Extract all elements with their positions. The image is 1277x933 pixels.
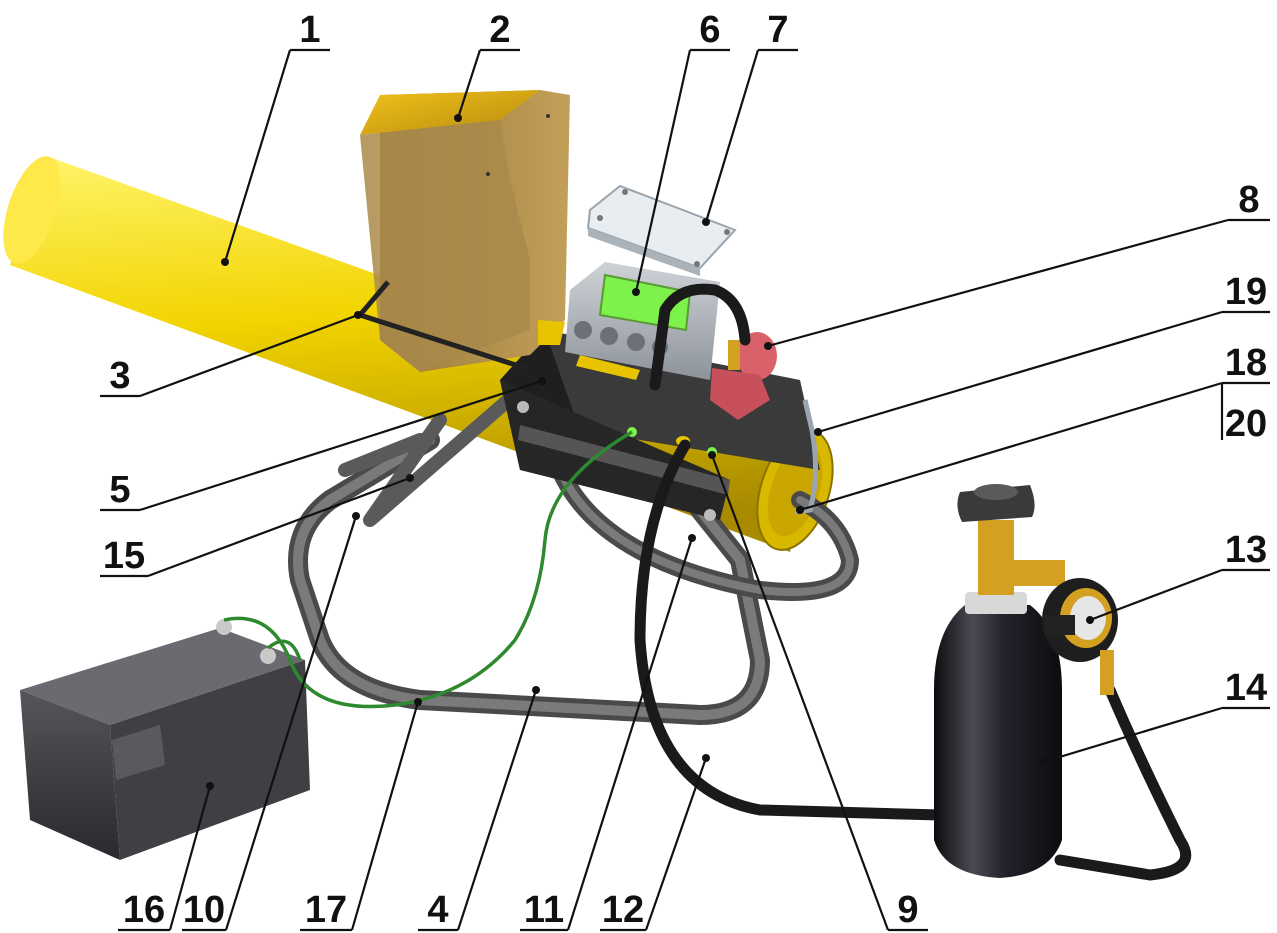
callout-label-19: 19 xyxy=(1225,271,1267,313)
callout-1: 1 xyxy=(221,9,330,266)
callout-label-16: 16 xyxy=(123,889,165,931)
callout-13: 13 xyxy=(1086,529,1270,624)
callout-label-2: 2 xyxy=(489,9,510,51)
callout-17: 17 xyxy=(300,698,422,932)
callout-14: 14 xyxy=(1039,667,1270,766)
callout-label-17: 17 xyxy=(305,889,347,931)
callout-6: 6 xyxy=(632,9,730,296)
regulator-hose xyxy=(1054,684,1192,881)
support-rod xyxy=(358,280,526,371)
callout-label-13: 13 xyxy=(1225,529,1267,571)
callout-label-9: 9 xyxy=(897,889,918,931)
callout-label-18: 18 xyxy=(1225,342,1267,384)
callout-2: 2 xyxy=(454,9,520,122)
callout-9: 9 xyxy=(708,451,928,932)
callout-11: 11 xyxy=(520,534,696,932)
callout-label-11: 11 xyxy=(524,889,564,931)
callout-8: 8 xyxy=(764,179,1270,350)
callout-5: 5 xyxy=(100,377,546,512)
callout-label-6: 6 xyxy=(699,9,720,51)
hopper xyxy=(360,90,570,372)
callout-label-7: 7 xyxy=(767,9,788,51)
callout-label-15: 15 xyxy=(103,535,145,577)
valve-hose xyxy=(649,283,751,391)
callout-label-20: 20 xyxy=(1225,403,1267,445)
callout-15: 15 xyxy=(100,474,414,578)
callout-label-4: 4 xyxy=(427,889,448,931)
callout-3: 3 xyxy=(100,311,362,398)
callout-19: 19 xyxy=(814,271,1270,436)
callout-label-10: 10 xyxy=(183,889,225,931)
callout-10: 10 xyxy=(182,512,360,932)
support-frame xyxy=(288,371,859,725)
callout-label-8: 8 xyxy=(1238,179,1259,221)
callout-label-12: 12 xyxy=(602,889,644,931)
signal-wire xyxy=(223,430,633,709)
callout-4: 4 xyxy=(418,686,540,932)
callout-label-5: 5 xyxy=(109,469,130,511)
callout-7: 7 xyxy=(702,9,798,226)
body-block xyxy=(500,330,820,521)
callout-12: 12 xyxy=(600,754,710,932)
gas-cylinder xyxy=(934,484,1065,878)
callout-label-3: 3 xyxy=(109,355,130,397)
callout-18-20: 18 20 xyxy=(796,342,1270,514)
battery-unit xyxy=(20,619,310,860)
callout-16: 16 xyxy=(118,782,214,932)
callout-label-1: 1 xyxy=(299,9,320,51)
callout-label-14: 14 xyxy=(1225,667,1267,709)
gas-hose xyxy=(634,439,946,821)
pressure-regulator xyxy=(1042,578,1118,695)
